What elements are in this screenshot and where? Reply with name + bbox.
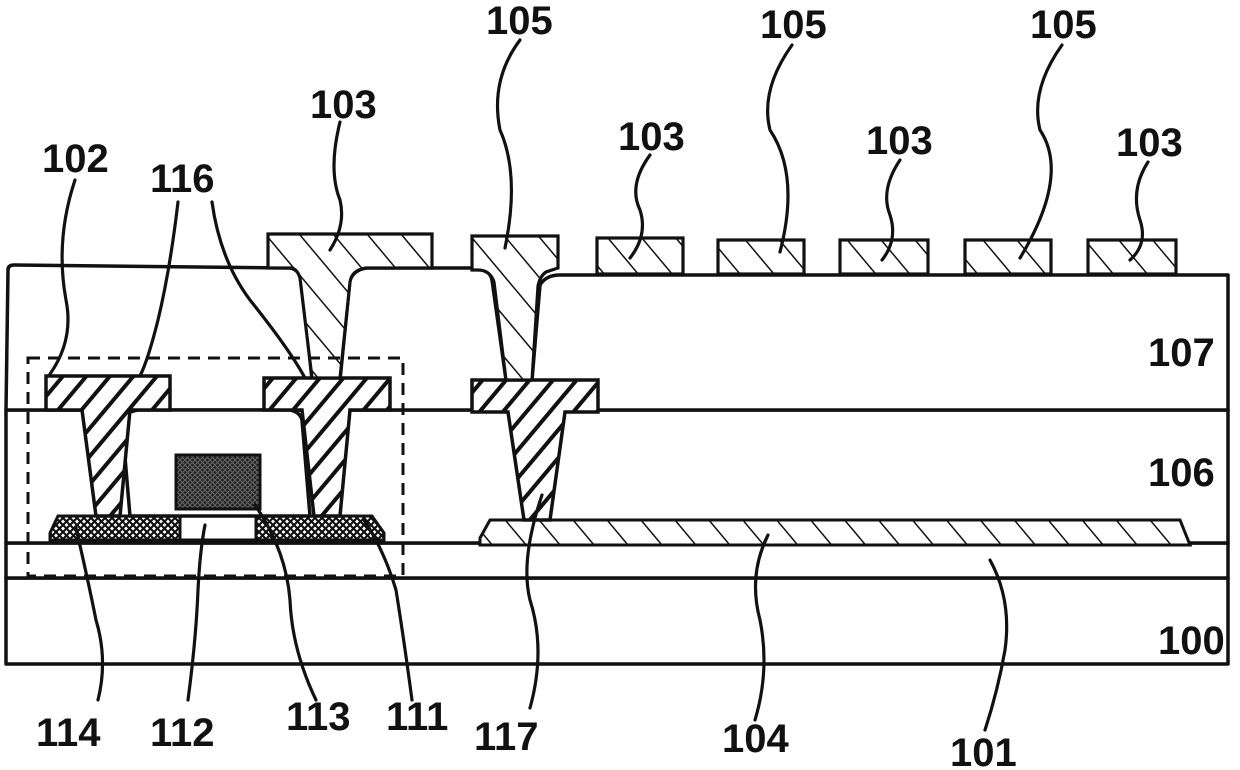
label-100: 100 (1158, 619, 1225, 663)
label-112: 112 (150, 711, 215, 755)
label-107: 107 (1148, 331, 1215, 375)
substrate-100 (6, 578, 1228, 664)
label-103-d: 103 (1116, 121, 1183, 165)
label-117: 117 (474, 715, 539, 759)
label-102: 102 (42, 137, 109, 181)
top-electrode-105-b (718, 240, 804, 274)
label-105-b: 105 (760, 3, 827, 47)
label-111: 111 (386, 695, 448, 739)
label-103-a: 103 (310, 83, 377, 127)
label-104: 104 (722, 717, 789, 761)
label-105-c: 105 (1030, 3, 1097, 47)
gate-electrode-113-top (176, 455, 260, 509)
leader-105-b (768, 45, 792, 252)
top-electrode-105-c (965, 240, 1051, 274)
source-region-114 (50, 516, 180, 540)
leader-105-c (1020, 45, 1062, 258)
base-layer-101 (6, 543, 1228, 578)
leader-105-a (498, 40, 521, 248)
label-116: 116 (150, 157, 215, 201)
label-105-a: 105 (486, 0, 553, 43)
leader-103-a (330, 122, 342, 250)
channel-112 (180, 516, 256, 540)
label-103-b: 103 (618, 115, 685, 159)
label-114: 114 (36, 711, 101, 755)
label-103-c: 103 (866, 119, 933, 163)
label-106: 106 (1148, 451, 1215, 495)
pixel-electrode-104 (480, 520, 1190, 545)
label-113: 113 (286, 695, 351, 739)
label-101: 101 (950, 731, 1017, 770)
insulating-layer-107 (6, 265, 1228, 410)
